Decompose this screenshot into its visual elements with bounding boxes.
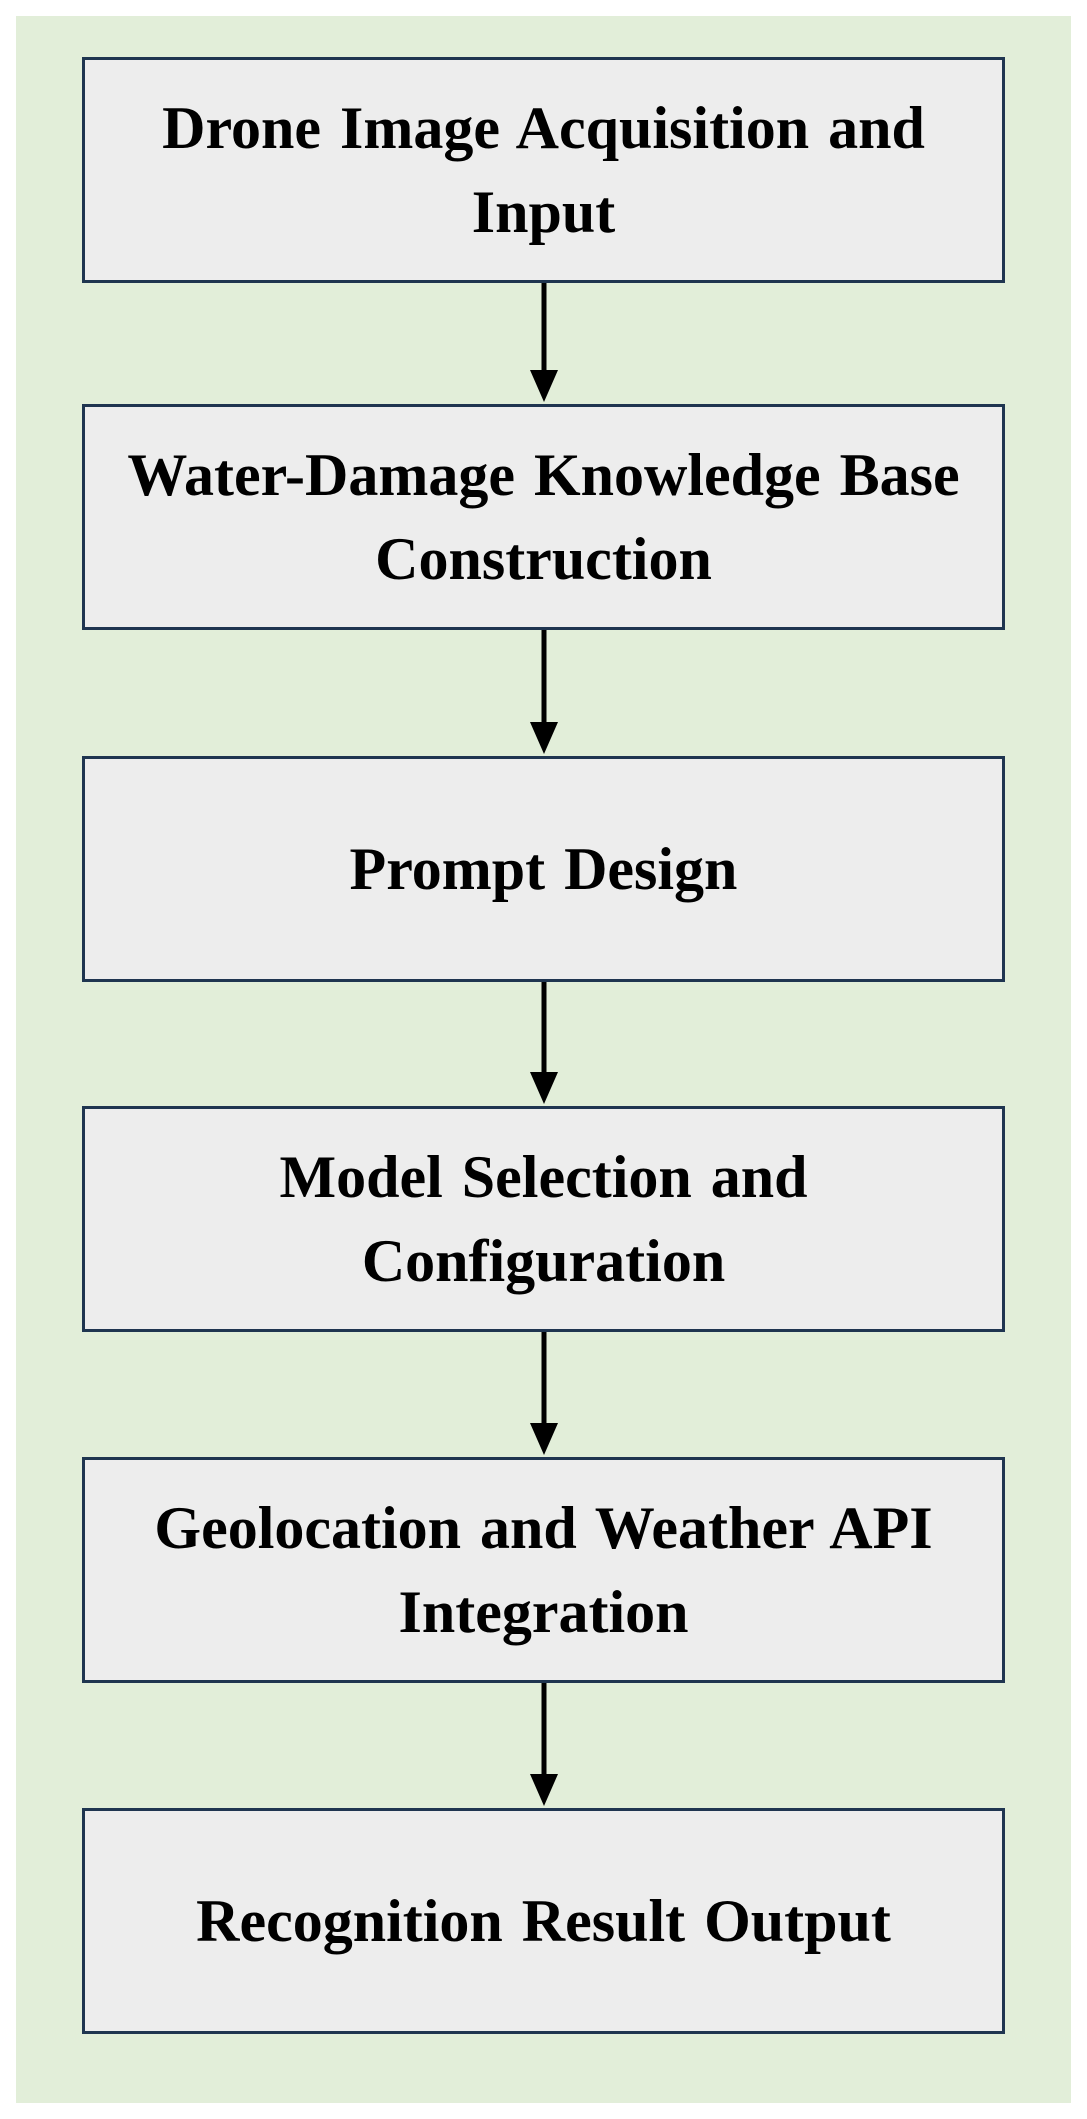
step-prompt-design: Prompt Design: [82, 756, 1005, 982]
step-label: Drone Image Acquisition and Input: [162, 95, 925, 245]
step-geolocation-weather-api: Geolocation and Weather API Integration: [82, 1457, 1005, 1683]
step-label: Model Selection and Configuration: [279, 1144, 808, 1294]
step-recognition-result-output: Recognition Result Output: [82, 1808, 1005, 2034]
step-knowledge-base-construction: Water-Damage Knowledge Base Construction: [82, 404, 1005, 630]
step-model-selection: Model Selection and Configuration: [82, 1106, 1005, 1332]
diagram-background: [16, 16, 1071, 2103]
step-label: Prompt Design: [349, 836, 738, 902]
step-label: Recognition Result Output: [196, 1888, 891, 1954]
step-label: Water-Damage Knowledge Base Construction: [127, 442, 960, 592]
step-drone-image-acquisition: Drone Image Acquisition and Input: [82, 57, 1005, 283]
step-label: Geolocation and Weather API Integration: [154, 1495, 933, 1645]
